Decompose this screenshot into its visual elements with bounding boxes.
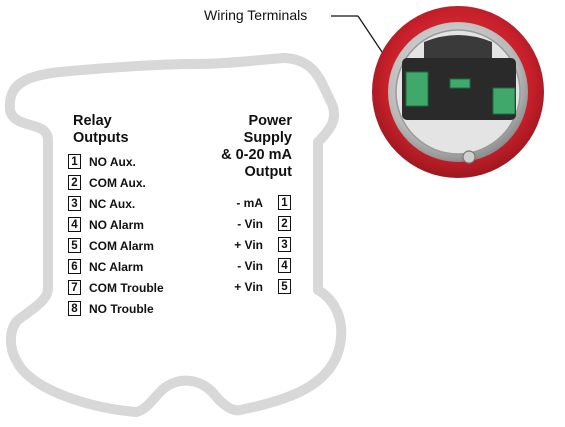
screw-icon bbox=[462, 150, 476, 164]
power-terminal-row: - mA 1 bbox=[223, 193, 291, 212]
relay-terminal-row: 6 NC Alarm bbox=[68, 257, 143, 276]
relay-terminal-row: 2 COM Aux. bbox=[68, 173, 146, 192]
terminal-label: NO Alarm bbox=[89, 217, 144, 232]
terminal-label: COM Trouble bbox=[89, 280, 164, 295]
power-heading-line-4: Output bbox=[244, 164, 292, 180]
power-supply-heading: Power Supply & 0-20 mA Output bbox=[212, 113, 292, 181]
power-terminal-row: + Vin 5 bbox=[223, 277, 291, 296]
terminal-number: 4 bbox=[68, 217, 81, 232]
terminal-number: 2 bbox=[68, 175, 81, 190]
wiring-terminals-callout: Wiring Terminals bbox=[204, 7, 308, 23]
relay-heading-line-2: Outputs bbox=[73, 130, 129, 146]
left-terminal-block bbox=[405, 71, 429, 107]
terminal-number: 6 bbox=[68, 259, 81, 274]
relay-terminal-row: 8 NO Trouble bbox=[68, 299, 154, 318]
terminal-number: 3 bbox=[278, 237, 291, 252]
terminal-label: - mA bbox=[236, 195, 263, 210]
terminal-number: 8 bbox=[68, 301, 81, 316]
power-heading-line-2: Supply bbox=[243, 130, 292, 146]
detector-photo bbox=[372, 6, 544, 178]
relay-terminal-row: 5 COM Alarm bbox=[68, 236, 154, 255]
terminal-number: 1 bbox=[68, 154, 81, 169]
terminal-number: 3 bbox=[68, 196, 81, 211]
terminal-number: 4 bbox=[278, 258, 291, 273]
right-terminal-block bbox=[492, 87, 516, 115]
terminal-number: 1 bbox=[278, 195, 291, 210]
terminal-label: - Vin bbox=[237, 216, 263, 231]
terminal-label: + Vin bbox=[234, 279, 263, 294]
power-terminal-row: - Vin 4 bbox=[223, 256, 291, 275]
relay-terminal-row: 3 NC Aux. bbox=[68, 194, 135, 213]
terminal-number: 7 bbox=[68, 280, 81, 295]
center-connector bbox=[449, 78, 471, 89]
terminal-number: 5 bbox=[278, 279, 291, 294]
terminal-label: NC Aux. bbox=[89, 196, 136, 211]
board-outline-shape bbox=[4, 53, 347, 417]
terminal-label: COM Aux. bbox=[89, 175, 146, 190]
relay-heading-line-1: Relay bbox=[73, 113, 112, 129]
terminal-label: - Vin bbox=[237, 258, 263, 273]
power-terminal-row: + Vin 3 bbox=[223, 235, 291, 254]
terminal-number: 5 bbox=[68, 238, 81, 253]
terminal-label: NC Alarm bbox=[89, 259, 144, 274]
terminal-label: COM Alarm bbox=[89, 238, 154, 253]
board-top-plate bbox=[424, 35, 492, 58]
terminal-number: 2 bbox=[278, 216, 291, 231]
relay-terminal-row: 4 NO Alarm bbox=[68, 215, 144, 234]
terminal-label: NO Aux. bbox=[89, 154, 136, 169]
terminal-label: + Vin bbox=[234, 237, 263, 252]
power-heading-line-1: Power bbox=[248, 113, 292, 129]
terminal-label: NO Trouble bbox=[89, 301, 154, 316]
relay-terminal-row: 7 COM Trouble bbox=[68, 278, 164, 297]
power-terminal-row: - Vin 2 bbox=[223, 214, 291, 233]
power-heading-line-3: & 0-20 mA bbox=[221, 147, 292, 163]
circuit-board bbox=[402, 58, 516, 120]
relay-outputs-heading: Relay Outputs bbox=[73, 113, 129, 147]
relay-terminal-row: 1 NO Aux. bbox=[68, 152, 136, 171]
